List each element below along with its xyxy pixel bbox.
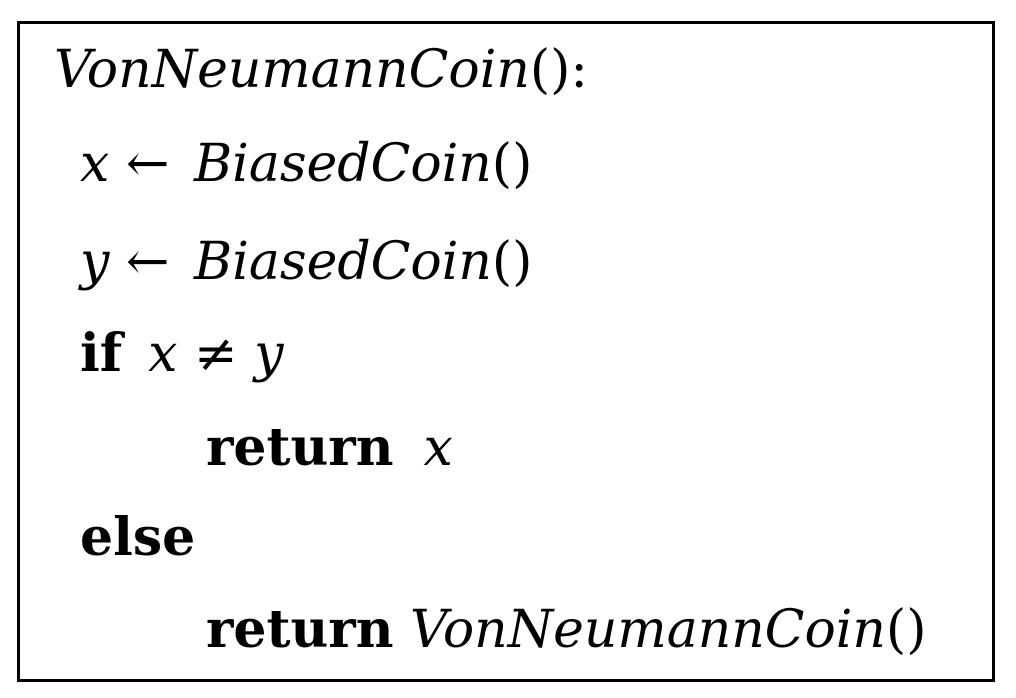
return-keyword: return <box>206 417 394 478</box>
biased-coin-call: BiasedCoin <box>194 232 492 292</box>
call-parens: () <box>885 600 927 660</box>
not-equal-operator: ≠ <box>193 324 238 384</box>
function-signature-suffix: (): <box>529 40 588 100</box>
call-parens: () <box>491 134 533 194</box>
assign-arrow: ← <box>125 134 170 194</box>
recursive-call-name: VonNeumannCoin <box>410 600 886 660</box>
assign-y-line: y ← BiasedCoin() <box>80 232 532 292</box>
variable-x: x <box>80 134 110 194</box>
else-line: else <box>80 508 195 568</box>
function-header: VonNeumannCoin(): <box>54 40 588 100</box>
variable-x: x <box>148 324 178 384</box>
function-name: VonNeumannCoin <box>54 40 530 100</box>
return-recursive-line: return VonNeumannCoin() <box>206 599 927 661</box>
variable-y: y <box>80 232 110 292</box>
else-keyword: else <box>80 507 196 568</box>
biased-coin-call: BiasedCoin <box>193 134 492 194</box>
assign-x-line: x ← BiasedCoin() <box>80 134 532 194</box>
return-keyword: return <box>206 599 394 660</box>
variable-y: y <box>254 324 284 384</box>
algorithm-box <box>17 21 995 682</box>
assign-arrow: ← <box>125 232 170 292</box>
variable-x: x <box>423 418 453 478</box>
call-parens: () <box>491 232 533 292</box>
if-keyword: if <box>80 323 123 384</box>
